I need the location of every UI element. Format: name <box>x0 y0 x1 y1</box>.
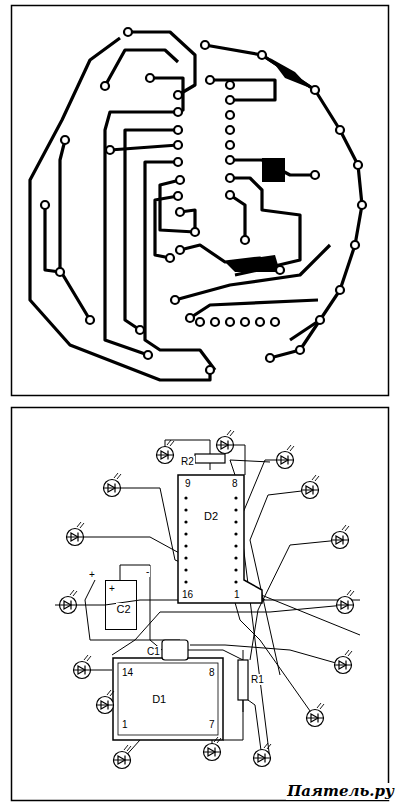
pin-number: 1 <box>233 589 241 600</box>
pin-number: 1 <box>121 719 129 730</box>
part-designator: R1 <box>250 674 265 685</box>
pin-number: 14 <box>121 667 134 678</box>
chip-outline: D2 <box>178 475 244 603</box>
pin-number: 8 <box>231 478 239 489</box>
part-designator: C1 <box>146 646 161 657</box>
polarity-mark: + <box>108 583 116 594</box>
pin-number: 7 <box>208 719 216 730</box>
part-designator: D1 <box>151 693 167 705</box>
polarity-mark: - <box>145 566 150 577</box>
pin-number: 8 <box>208 667 216 678</box>
watermark: Паятель.ру <box>286 783 395 800</box>
polarity-mark: + <box>88 569 96 580</box>
part-designator: C2 <box>116 603 132 615</box>
part-designator: R2 <box>180 456 195 467</box>
part-designator: D2 <box>203 510 219 522</box>
pin-number: 16 <box>181 589 194 600</box>
pin-number: 9 <box>184 478 192 489</box>
